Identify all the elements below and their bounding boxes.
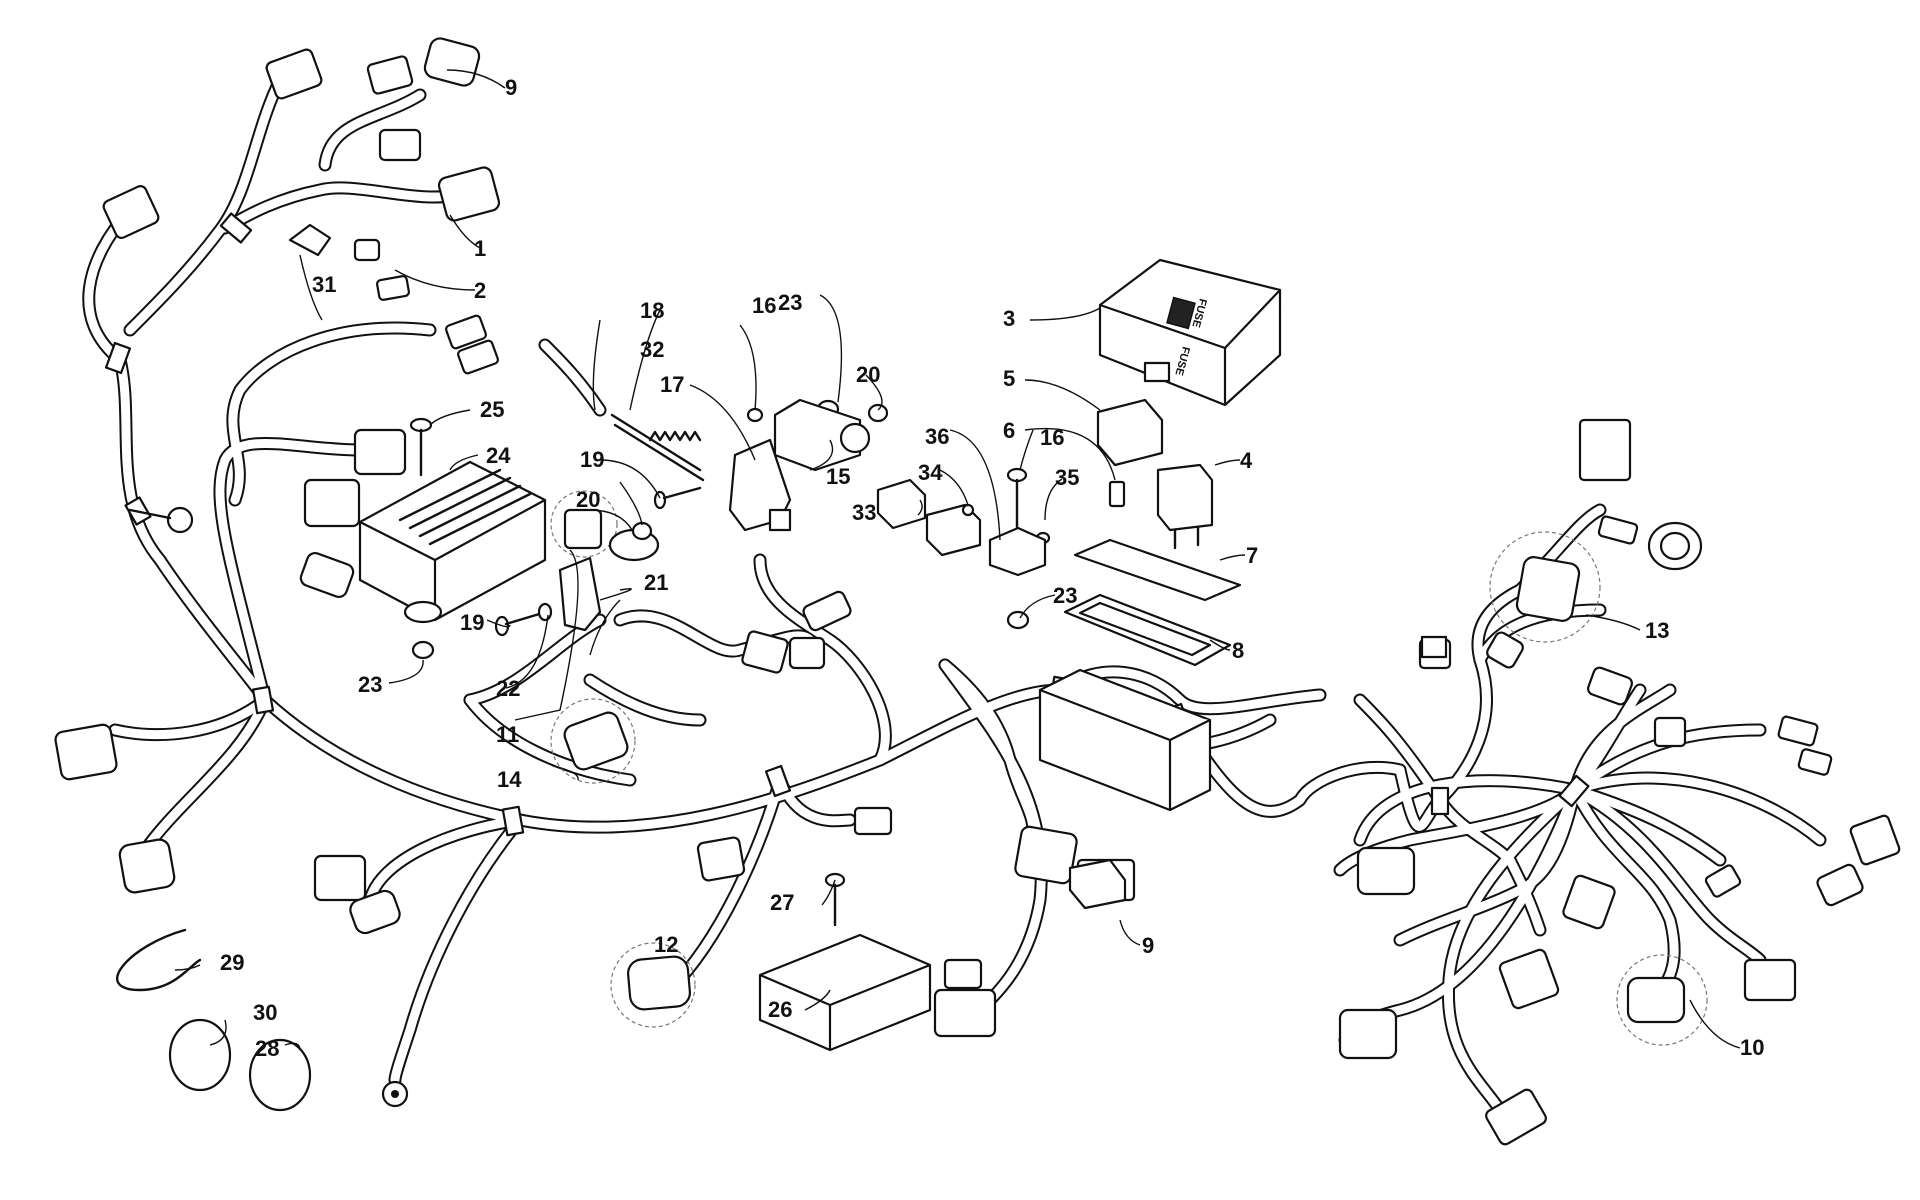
- voltage-regulator: [358, 460, 547, 622]
- bolt-icon: [494, 602, 553, 637]
- callout-35: 35: [1055, 465, 1079, 490]
- callout-12: 12: [654, 932, 678, 957]
- callout-8: 8: [1232, 638, 1244, 663]
- callout-14: 14: [497, 767, 522, 792]
- leader-lines: [174, 69, 1741, 1051]
- callout-11: 11: [496, 722, 519, 747]
- callout-25: 25: [480, 397, 504, 422]
- relay: [1156, 463, 1214, 550]
- callout-20-right: 20: [856, 362, 880, 387]
- mounting-bracket: [558, 556, 602, 632]
- callout-10: 10: [1740, 1035, 1764, 1060]
- callout-31: 31: [312, 272, 336, 297]
- callout-18: 18: [640, 298, 664, 323]
- callout-24: 24: [486, 443, 511, 468]
- callout-20-left: 20: [576, 487, 600, 512]
- callout-19-bot: 19: [460, 610, 484, 635]
- callout-5: 5: [1003, 366, 1015, 391]
- nut-icon: [1006, 610, 1030, 630]
- terminal-bracket: [988, 526, 1047, 577]
- ecu-module: [758, 933, 932, 1052]
- screw-icon: [409, 417, 433, 477]
- fuse-box-cover: FUSE FUSE: [1098, 258, 1282, 407]
- mini-fuse: [1108, 480, 1126, 508]
- solenoid-bracket: [773, 398, 862, 472]
- harness-connectors: [54, 37, 1901, 1146]
- nut-icon: [411, 640, 435, 660]
- callout-9-top: 9: [505, 75, 517, 100]
- round-sensor-icon: [1647, 521, 1703, 571]
- harness-clip: [288, 223, 332, 257]
- callout-16-left: 16: [752, 293, 776, 318]
- screw-icon: [746, 407, 764, 423]
- callout-23-top: 23: [778, 290, 802, 315]
- callout-4: 4: [1240, 448, 1253, 473]
- washer-icon: [403, 600, 443, 624]
- callout-23-right: 23: [1053, 583, 1077, 608]
- callout-26: 26: [768, 997, 792, 1022]
- callout-27: 27: [770, 890, 794, 915]
- nut-icon: [867, 403, 889, 423]
- hose-clamp-icon: [248, 1038, 312, 1112]
- callout-6: 6: [1003, 418, 1015, 443]
- hose-clamp-icon: [168, 1018, 232, 1092]
- solenoid: [728, 438, 792, 532]
- callout-15: 15: [826, 464, 850, 489]
- callout-28: 28: [255, 1036, 279, 1061]
- bolt-icon: [653, 486, 702, 510]
- callout-34: 34: [918, 460, 943, 485]
- callout-32: 32: [640, 337, 664, 362]
- connector-cover: [1068, 858, 1127, 910]
- callout-19-top: 19: [580, 447, 604, 472]
- callout-22: 22: [496, 676, 520, 701]
- callout-1: 1: [474, 236, 486, 261]
- callout-7: 7: [1246, 543, 1258, 568]
- callout-17: 17: [660, 372, 684, 397]
- callout-36: 36: [925, 424, 949, 449]
- callout-21: 21: [644, 570, 668, 595]
- callout-13: 13: [1645, 618, 1669, 643]
- cable-tie-icon: [116, 928, 202, 992]
- callout-23-left: 23: [358, 672, 382, 697]
- fuse-spare-block: [1096, 398, 1164, 467]
- callout-29: 29: [220, 950, 244, 975]
- callout-3: 3: [1003, 306, 1015, 331]
- callout-30: 30: [253, 1000, 277, 1025]
- fuse-label-sheet: [1073, 538, 1242, 602]
- spring-icon: [648, 430, 702, 442]
- callout-16-right: 16: [1040, 425, 1064, 450]
- callout-33: 33: [852, 500, 876, 525]
- callout-labels: 9 1 2 31 3 5 6 4 7 8 13 10 9 18 32 17 16…: [220, 75, 1764, 1061]
- callout-9-mid: 9: [1142, 933, 1154, 958]
- nut-icon: [631, 521, 653, 541]
- callout-2: 2: [474, 278, 486, 303]
- fuse-box-base: [1038, 668, 1212, 812]
- relay-33: [876, 478, 927, 530]
- starter-cable: [538, 338, 705, 482]
- ring-terminal-icon: [128, 506, 409, 1108]
